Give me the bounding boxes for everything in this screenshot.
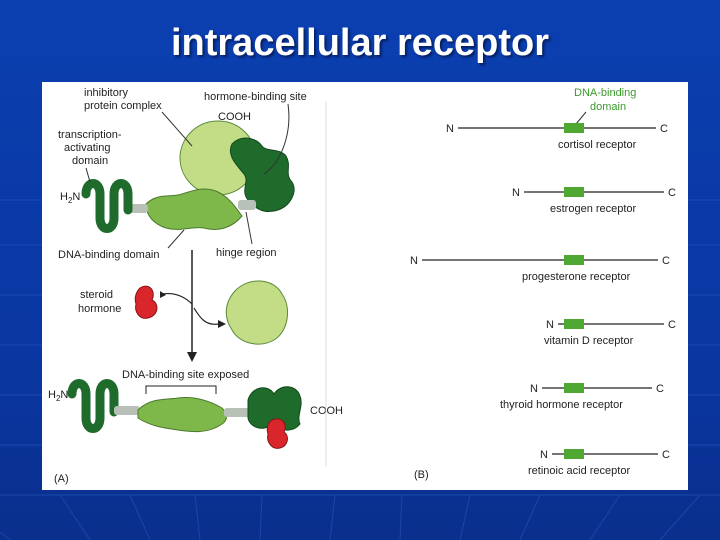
transition-arrowhead (187, 352, 197, 362)
receptor-name: estrogen receptor (550, 203, 637, 215)
site-exposed-bracket (145, 385, 217, 394)
inhibitory-leader (161, 111, 193, 147)
dna-binding-domain-box (564, 123, 584, 133)
inhibitory-label-2: protein complex (84, 100, 162, 112)
hormone-entry-arrow (161, 293, 193, 305)
linker-top (128, 204, 148, 213)
domain-header-2: domain (590, 101, 626, 113)
n-terminus-label: N (546, 319, 554, 331)
n-terminus-label: N (446, 123, 454, 135)
slide-title: intracellular receptor (170, 22, 550, 64)
release-arrowhead (218, 320, 226, 328)
n-terminus-label: N (540, 449, 548, 461)
steroid-label-1: steroid (80, 289, 113, 301)
dna-binding-domain-bottom (137, 397, 227, 433)
dna-binding-domain-box (564, 449, 584, 459)
dna-binding-domain-box (564, 255, 584, 265)
hinge-region-bottom (224, 408, 250, 417)
transcription-label-2: activating (64, 142, 110, 154)
bound-steroid-hormone (266, 418, 288, 449)
dna-binding-domain-box (564, 319, 584, 329)
hinge-leader (245, 211, 253, 245)
c-terminus-label: C (662, 255, 670, 267)
transcription-leader (85, 167, 91, 183)
hormone-entry-arrowhead (160, 291, 166, 298)
dna-domain-label: DNA-binding domain (58, 249, 160, 261)
receptor-name: thyroid hormone receptor (500, 399, 623, 411)
hormone-site-leader (263, 103, 290, 175)
hinge-region-top (238, 200, 256, 210)
receptor-name: cortisol receptor (558, 139, 637, 151)
hinge-label: hinge region (216, 247, 277, 259)
c-terminus-label: C (662, 449, 670, 461)
c-terminus-label: C (668, 187, 676, 199)
c-terminus-label: C (660, 123, 668, 135)
dna-domain-leader (167, 229, 185, 249)
n-terminus-label: N (530, 383, 538, 395)
h2n-top-label: H2N (60, 191, 80, 205)
released-inhibitory-complex (225, 280, 289, 345)
n-terminus-label: N (512, 187, 520, 199)
steroid-hormone-molecule (134, 285, 158, 319)
inhibitory-label-1: inhibitory (84, 87, 129, 99)
transcription-domain-bottom (67, 379, 119, 433)
receptor-name: retinoic acid receptor (528, 465, 630, 477)
figure-panel: inhibitory protein complex hormone-bindi… (42, 82, 688, 490)
panel-a-label: (A) (54, 473, 69, 485)
linker-bottom (114, 406, 140, 415)
cooh-bottom-label: COOH (310, 405, 343, 417)
hormone-site-label: hormone-binding site (204, 91, 307, 103)
receptor-figure: inhibitory protein complex hormone-bindi… (48, 87, 676, 485)
domain-header-1: DNA-binding (574, 87, 636, 99)
n-terminus-label: N (410, 255, 418, 267)
transcription-label-3: domain (72, 155, 108, 167)
dna-binding-domain-box (564, 383, 584, 393)
dna-binding-domain-top (145, 188, 243, 230)
panel-a: inhibitory protein complex hormone-bindi… (48, 87, 343, 485)
release-arrow (193, 307, 219, 325)
transcription-domain-top (81, 179, 133, 233)
c-terminus-label: C (656, 383, 664, 395)
steroid-label-2: hormone (78, 303, 121, 315)
panel-b-label: (B) (414, 469, 429, 481)
receptor-name: vitamin D receptor (544, 335, 634, 347)
domain-header-leader (575, 111, 587, 125)
h2n-bottom-label: H2N (48, 389, 68, 403)
hormone-binding-domain-top (230, 137, 295, 213)
transcription-label-1: transcription- (58, 129, 122, 141)
cooh-top-label: COOH (218, 111, 251, 123)
site-exposed-label: DNA-binding site exposed (122, 369, 249, 381)
c-terminus-label: C (668, 319, 676, 331)
dna-binding-domain-box (564, 187, 584, 197)
receptor-name: progesterone receptor (522, 271, 631, 283)
